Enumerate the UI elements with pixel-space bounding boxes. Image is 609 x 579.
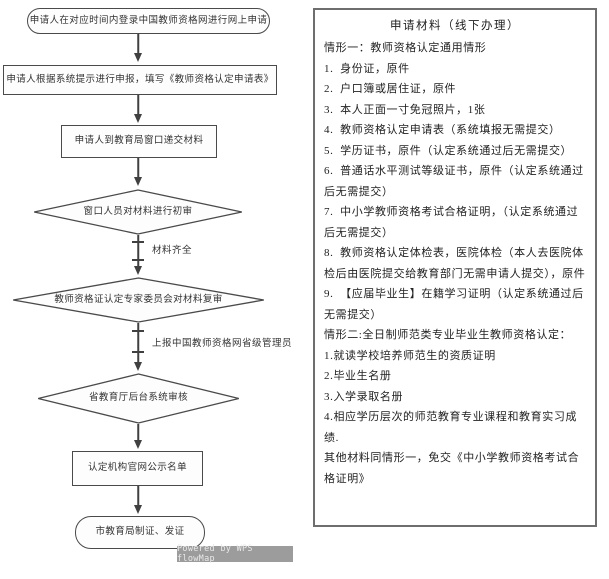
panel-line: 2. 户口簿或居住证，原件 [324, 83, 457, 95]
panel-line: 6. 普通话水平测试等级证书，原件（认定系统通过后无需提交） [324, 165, 584, 198]
panel-line-other-note: 其他材料同情形一，免交《中小学教师资格考试合格证明》 [324, 452, 580, 485]
flow-arrow-line [137, 323, 139, 362]
flow-node-window-initial-review: 窗口人员对材料进行初审 [33, 189, 243, 235]
flow-arrow-line [137, 486, 139, 506]
flow-node-label: 申请人根据系统提示进行申报，填写《教师资格认定申请表》 [6, 73, 274, 85]
panel-line: 1.就读学校培养师范生的资质证明 [324, 349, 496, 362]
panel-line: 1. 身份证，原件 [324, 62, 410, 75]
flow-arrow-line [137, 235, 139, 266]
flow-arrow-head [134, 440, 142, 449]
flow-arrow-line [137, 158, 139, 178]
panel-line: 7. 中小学教师资格考试合格证明，（认定系统通过后无需提交） [324, 206, 579, 239]
panel-line: 8. 教师资格认定体检表，医院体检（本人去医院体检后由医院提交给教育部门无需申请… [324, 247, 586, 280]
panel-line: 9. 【应届毕业生】在籍学习证明（认定系统通过后无需提交） [324, 288, 584, 321]
panel-line-case1-header: 情形一：教师资格认定通用情形 [324, 42, 487, 54]
diamond-shape [34, 189, 242, 235]
flow-node-expert-committee-review: 教师资格证认定专家委员会对材料复审 [12, 277, 265, 323]
flow-node-province-system-review: 省教育厅后台系统审核 [37, 373, 240, 424]
flow-node-online-apply: 申请人在对应时间内登录中国教师资格网进行网上申请 [27, 8, 270, 34]
edge-label-report-to-admin: 上报中国教师资格网省级管理员 [152, 338, 293, 349]
flow-node-submit-materials: 申请人到教育局窗口递交材料 [61, 125, 217, 158]
flow-node-publicize-name-list: 认定机构官网公示名单 [72, 451, 203, 486]
flow-arrow-line [137, 424, 139, 441]
diamond-shape [38, 373, 239, 424]
flow-node-label: 教师资格证认定专家委员会对材料复审 [54, 293, 223, 305]
edge-tick [132, 330, 144, 332]
panel-line: 4. 教师资格认定申请表（系统填报无需提交） [324, 124, 561, 136]
flow-node-label: 省教育厅后台系统审核 [88, 392, 188, 404]
flow-node-label: 申请人到教育局窗口递交材料 [74, 135, 204, 147]
flow-arrow-head [134, 266, 142, 275]
materials-panel: 申请材料（线下办理） 情形一：教师资格认定通用情形 1. 身份证，原件 2. 户… [313, 8, 597, 527]
flow-arrow-head [134, 505, 142, 514]
panel-line: 3. 本人正面一寸免冠照片，1张 [324, 103, 486, 116]
flow-node-label: 窗口人员对材料进行初审 [83, 205, 193, 217]
panel-title: 申请材料（线下办理） [390, 20, 520, 32]
panel-line: 3.入学录取名册 [324, 390, 404, 403]
diamond-shape [13, 277, 264, 323]
flow-arrow-line [137, 34, 139, 54]
flow-node-fill-application-form: 申请人根据系统提示进行申报，填写《教师资格认定申请表》 [3, 65, 277, 95]
flow-arrow-line [137, 95, 139, 115]
flow-arrow-head [134, 53, 142, 62]
edge-label-materials-complete: 材料齐全 [152, 245, 193, 256]
edge-tick [132, 351, 144, 353]
flow-arrow-head [134, 177, 142, 186]
flow-node-label: 市教育局制证、发证 [95, 526, 185, 538]
panel-line: 2.毕业生名册 [324, 370, 392, 382]
watermark-badge: Powered by WPS flowMap [177, 544, 293, 564]
flow-arrow-head [134, 114, 142, 123]
panel-line-case2-header: 情形二:全日制师范类专业毕业生教师资格认定： [324, 329, 572, 341]
flow-node-label: 申请人在对应时间内登录中国教师资格网进行网上申请 [29, 14, 268, 26]
flow-node-label: 认定机构官网公示名单 [87, 462, 187, 474]
panel-line: 5. 学历证书，原件（认定系统通过后无需提交） [324, 144, 573, 157]
panel-line: 4.相应学历层次的师范教育专业课程和教育实习成绩. [324, 411, 578, 444]
flow-node-issue-certificate: 市教育局制证、发证 [75, 516, 205, 549]
edge-tick [132, 259, 144, 261]
flow-arrow-head [134, 362, 142, 371]
edge-tick [132, 241, 144, 243]
